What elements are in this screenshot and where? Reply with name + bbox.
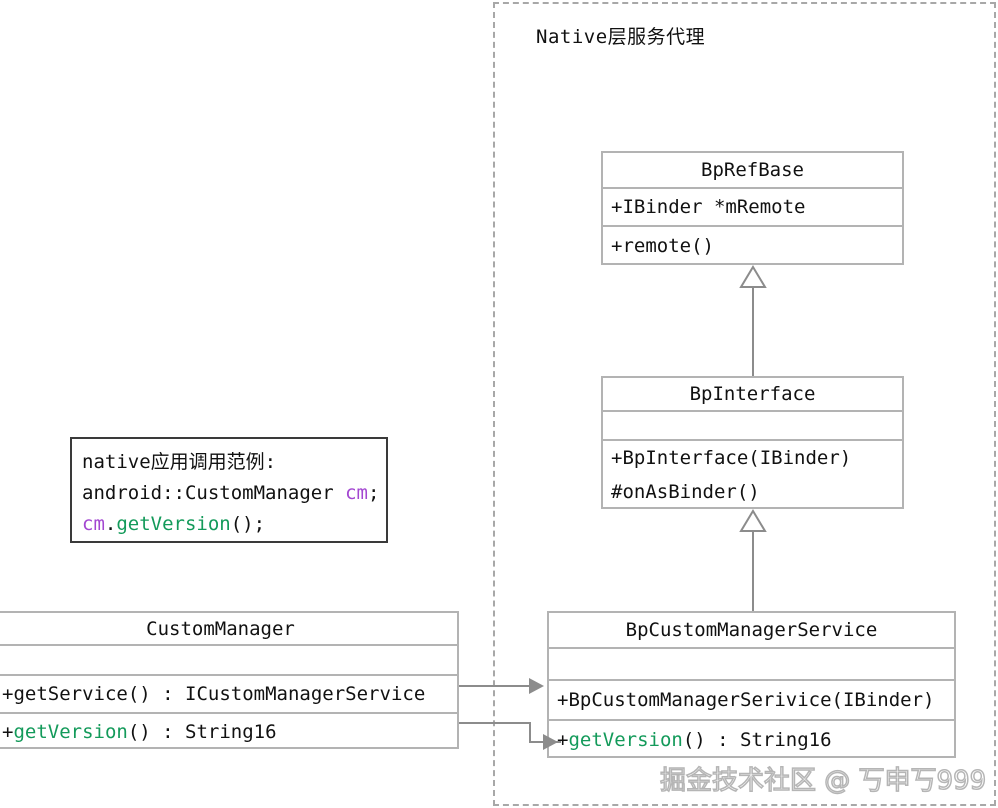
generalization-line-bprefbase-bpinterface [752,286,754,378]
class-attributes-empty-bpcustom [549,649,954,681]
method-name-highlight: getVersion [568,728,683,751]
method-suffix: getService() : ICustomManagerService [13,683,426,705]
note-method-getversion: getVersion [116,513,231,535]
association-arrowhead-getversion [543,734,558,750]
class-method-custommanager-getversion: +getVersion() : String16 [0,714,457,749]
association-line-getversion-seg2 [529,722,531,743]
association-arrowhead-getservice [529,678,544,694]
native-proxy-group-container [493,2,996,806]
class-box-bpcustommanagerservice[interactable]: BpCustomManagerService +BpCustomManagerS… [547,611,956,758]
note-box-native-usage-example[interactable]: native应用调用范例: android::CustomManager cm;… [70,437,388,543]
association-line-getservice [459,685,531,687]
class-attribute-mremote: +IBinder *mRemote [603,189,902,227]
class-method-onasbinder: #onAsBinder() [611,480,760,503]
method-suffix: () : String16 [127,720,277,743]
note-text: ; [368,482,380,504]
note-identifier-cm: cm [345,482,368,504]
note-identifier-cm: cm [82,513,105,535]
class-method-bpcustom-getversion: +getVersion() : String16 [549,721,954,758]
association-line-getversion-seg1 [459,722,531,724]
method-prefix: + [2,720,14,743]
class-method-bpinterface-ctor: +BpInterface(IBinder) [611,446,852,469]
note-line-declaration: android::CustomManager cm; [82,478,380,509]
method-suffix: () : String16 [682,728,832,751]
class-name-bprefbase: BpRefBase [603,153,902,189]
native-proxy-group-title: Native层服务代理 [536,26,706,48]
note-text: android::CustomManager [82,482,346,504]
class-name-custommanager: CustomManager [0,613,457,646]
generalization-line-bpinterface-bpcustom [752,530,754,612]
method-name-highlight: getVersion [13,720,128,743]
class-attributes-empty-custommanager [0,646,457,676]
note-line-call: cm.getVersion(); [82,509,376,540]
method-suffix: BpCustomManagerSerivice(IBinder) [568,689,935,711]
class-name-bpcustommanagerservice: BpCustomManagerService [549,613,954,649]
note-line-title: native应用调用范例: [82,451,277,473]
note-text: . [104,513,117,535]
class-method-getservice: +getService() : ICustomManagerService [0,676,457,714]
method-prefix: + [2,683,14,705]
method-prefix: + [557,728,569,751]
class-attributes-empty-bpinterface [603,412,902,441]
class-method-bpcustom-ctor: +BpCustomManagerSerivice(IBinder) [549,681,954,721]
class-box-bpinterface[interactable]: BpInterface +BpInterface(IBinder) #onAsB… [601,376,904,509]
class-name-bpinterface: BpInterface [603,378,902,412]
method-prefix: + [557,689,569,711]
class-box-bprefbase[interactable]: BpRefBase +IBinder *mRemote +remote() [601,151,904,265]
class-method-remote: +remote() [611,235,714,257]
note-text: (); [230,513,266,535]
class-box-custommanager[interactable]: CustomManager +getService() : ICustomMan… [0,611,459,749]
